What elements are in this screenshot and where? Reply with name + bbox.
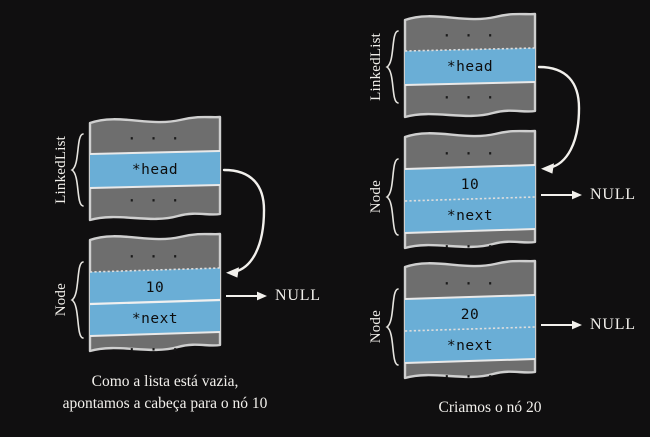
- head-to-node-arrow-right: [537, 65, 581, 174]
- caption-line-2: apontamos a cabeça para o nó 10: [62, 395, 268, 413]
- head-to-node-arrow-left: [222, 168, 266, 278]
- curly-brace-icon: [385, 288, 399, 366]
- caption-line-1: Criamos o nó 20: [438, 399, 542, 416]
- null-label: NULL: [590, 316, 636, 333]
- sidelabel-text: Node: [368, 180, 384, 214]
- sidelabel-text: LinkedList: [53, 136, 69, 204]
- caption-line-1: Como a lista está vazia,: [91, 373, 239, 390]
- arrow-right-icon: [541, 320, 582, 330]
- sidelabel-node-left: Node: [40, 255, 86, 345]
- node-block-right-20: · · · 20 *next · · ·: [403, 255, 537, 385]
- null-pointer-right-2: NULL: [541, 316, 636, 334]
- null-label: NULL: [590, 186, 636, 203]
- sidelabel-text: Node: [368, 310, 384, 344]
- caption-left: Como a lista está vazia, apontamos a cab…: [5, 371, 325, 416]
- linkedlist-block-left: · · · *head · · ·: [88, 113, 222, 225]
- null-label: NULL: [275, 287, 321, 304]
- sidelabel-text: Node: [53, 283, 69, 317]
- null-pointer-left-1: NULL: [226, 287, 321, 305]
- node-block-left: · · · 10 *next · · ·: [88, 228, 222, 358]
- null-pointer-right-1: NULL: [541, 186, 636, 204]
- sidelabel-linkedlist-left: LinkedList: [40, 118, 86, 222]
- sidelabel-node-right-10: Node: [355, 152, 401, 242]
- caption-right: Criamos o nó 20: [390, 397, 590, 419]
- curly-brace-icon: [70, 261, 84, 339]
- curly-brace-icon: [385, 30, 399, 104]
- arrow-right-icon: [226, 291, 267, 301]
- arrow-right-icon: [541, 190, 582, 200]
- curly-brace-icon: [70, 133, 84, 207]
- sidelabel-linkedlist-right: LinkedList: [355, 15, 401, 119]
- linkedlist-block-right: · · · *head · · ·: [403, 10, 537, 122]
- sidelabel-node-right-20: Node: [355, 282, 401, 372]
- curly-brace-icon: [385, 158, 399, 236]
- node-block-right-10: · · · 10 *next · · ·: [403, 125, 537, 255]
- sidelabel-text: LinkedList: [368, 33, 384, 101]
